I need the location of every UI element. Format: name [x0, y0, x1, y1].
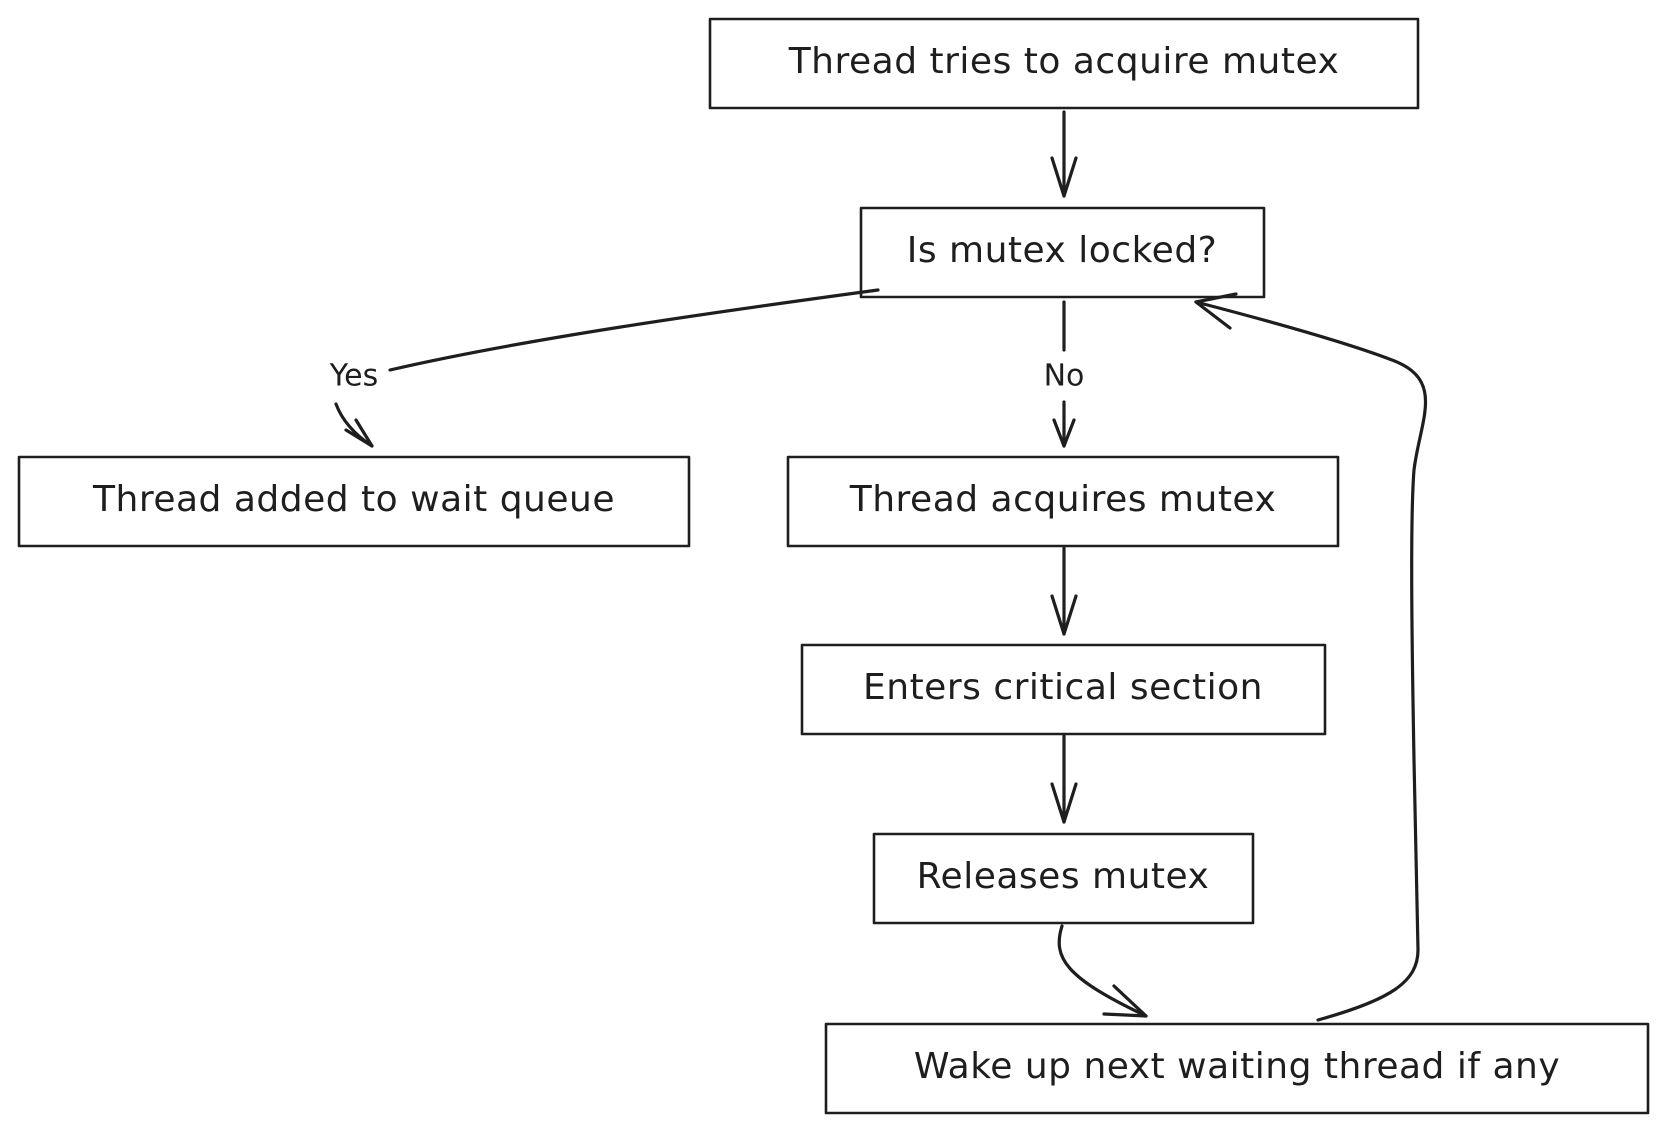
node-wait-queue: Thread added to wait queue	[17, 455, 691, 548]
edge-label-yes: Yes	[329, 359, 378, 394]
node-try-acquire: Thread tries to acquire mutex	[708, 17, 1420, 110]
edge-try-to-check	[1050, 110, 1078, 198]
node-try-acquire-label: Thread tries to acquire mutex	[788, 41, 1340, 82]
node-wake-up: Wake up next waiting thread if any	[824, 1022, 1650, 1115]
edge-acquires-to-critical	[1050, 546, 1078, 636]
arrowhead-releases-to-wake	[1102, 984, 1148, 1018]
edge-yes-to-wait-queue	[334, 288, 880, 448]
node-is-locked-label: Is mutex locked?	[907, 230, 1218, 271]
edge-releases-to-wake	[1057, 924, 1148, 1018]
edge-label-no: No	[1044, 359, 1085, 394]
arrowhead-loop	[1194, 292, 1238, 330]
node-is-locked: Is mutex locked?	[859, 206, 1266, 299]
node-acquires-label: Thread acquires mutex	[849, 479, 1277, 520]
arrowhead-no	[1052, 418, 1076, 448]
arrowhead-yes	[344, 418, 374, 448]
node-acquires: Thread acquires mutex	[786, 455, 1340, 548]
node-wait-queue-label: Thread added to wait queue	[92, 479, 615, 520]
node-wake-up-label: Wake up next waiting thread if any	[914, 1046, 1560, 1087]
edge-wake-to-check-loop	[1194, 292, 1428, 1022]
edge-critical-to-releases	[1050, 734, 1078, 824]
arrowhead-try-to-check	[1050, 156, 1078, 198]
arrowhead-acquires-to-critical	[1050, 594, 1078, 636]
node-critical-section-label: Enters critical section	[863, 667, 1263, 708]
arrowhead-critical-to-releases	[1050, 782, 1078, 824]
node-critical-section: Enters critical section	[800, 643, 1327, 736]
node-releases: Releases mutex	[872, 832, 1255, 925]
edge-no-to-acquires	[1052, 300, 1076, 448]
node-releases-label: Releases mutex	[917, 856, 1210, 897]
